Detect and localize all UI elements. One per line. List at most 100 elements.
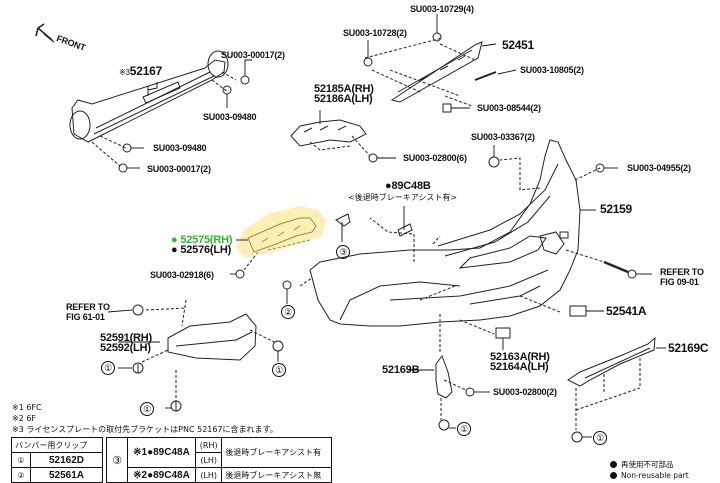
nut-icon	[122, 143, 132, 153]
part-label-su003-02800-6[interactable]: SU003-02800(6)	[403, 153, 467, 163]
legend-en-text: Non-reusable part	[621, 471, 689, 480]
part-label-52185A[interactable]: 52185A(RH)	[314, 83, 374, 95]
callout-1-label: ①	[272, 363, 286, 377]
clip-pnc[interactable]: 52162D	[30, 452, 103, 468]
sensor-pnc[interactable]: ※1●89C48A	[127, 437, 196, 468]
sensor-desc: 後退時ブレーキアシスト有	[221, 437, 332, 468]
sensor-side: (RH)	[194, 437, 223, 453]
part-label-su003-10728[interactable]: SU003-10728(2)	[343, 28, 407, 38]
sensor-desc: 後退時ブレーキアシスト無	[221, 467, 332, 483]
spacer-52169B	[435, 354, 467, 420]
callout-1-spacer-c[interactable]: ①	[593, 431, 607, 445]
part-label-52451[interactable]: 52451	[502, 38, 534, 52]
sensor-pnc[interactable]: ※2●89C48A	[127, 467, 196, 483]
part-label-52591[interactable]: 52591(RH)	[100, 332, 153, 344]
lower-cover-icon	[495, 327, 511, 339]
part-label-52576[interactable]: ● 52576(LH)	[171, 244, 232, 256]
front-arrow-icon	[35, 23, 55, 43]
sensor-side: (LH)	[194, 452, 223, 468]
sensor-bracket-89C48B-icon	[397, 223, 413, 237]
part-label-52592[interactable]: 52592(LH)	[100, 342, 151, 354]
callout-1-label: ①	[593, 431, 607, 445]
part-number: 52575(RH)	[180, 234, 233, 246]
part-label-52541A[interactable]: 52541A	[606, 304, 647, 318]
non-reusable-dot-icon	[610, 472, 617, 479]
sensor-table: ③ ※1●89C48A (RH) 後退時ブレーキアシスト有 (LH) ※2●89…	[106, 437, 332, 483]
part-label-su003-04955[interactable]: SU003-04955(2)	[627, 163, 691, 173]
screw-icon	[368, 153, 378, 163]
spacer-52169C	[567, 336, 656, 430]
part-label-52169B[interactable]: 52169B	[382, 364, 420, 376]
refer-link-fig-09-01-line2[interactable]: FIG 09-01	[660, 277, 699, 287]
clip-icon	[272, 340, 284, 352]
callout-1-bottom[interactable]: ①	[140, 402, 154, 416]
callout-1-bracket-left[interactable]: ①	[101, 361, 115, 375]
legend-jp: 再使用不可部品	[610, 459, 674, 470]
reflector-icon	[569, 305, 587, 317]
sensor-bracket-3-icon	[335, 213, 351, 227]
table-row: ③ ※1●89C48A (RH) 後退時ブレーキアシスト有	[106, 437, 332, 483]
sensor-ref: ③	[106, 437, 128, 483]
callout-2[interactable]: ②	[281, 305, 295, 319]
part-label-su003-02918[interactable]: SU003-02918(6)	[150, 270, 214, 280]
table-row: ※2●89C48A (LH) 後退時ブレーキアシスト無	[107, 467, 332, 483]
clip-icon	[132, 304, 144, 316]
clip-pnc[interactable]: 52561A	[30, 467, 103, 483]
part-label-su003-03367[interactable]: SU003-03367(2)	[471, 132, 535, 142]
part-label-su003-08544[interactable]: SU003-08544(2)	[477, 103, 541, 113]
part-label-52159[interactable]: 52159	[600, 202, 632, 216]
part-number: 52167	[129, 64, 163, 78]
table-row: ② 52561A	[11, 467, 103, 483]
nut-icon	[222, 85, 232, 95]
refer-link-fig-61-01-line2[interactable]: FIG 61-01	[66, 312, 105, 322]
highlight-region	[236, 206, 326, 258]
note-1: ※1 6FC	[12, 403, 42, 412]
part-label-52186A[interactable]: 52186A(LH)	[314, 93, 373, 105]
bolt-icon	[474, 71, 497, 81]
screw-icon	[465, 387, 475, 397]
sensor-side: (LH)	[194, 467, 223, 483]
callout-3-label: ③	[336, 245, 350, 259]
part-label-su003-02800-2[interactable]: SU003-02800(2)	[493, 387, 557, 397]
clip-ref: ①	[11, 452, 31, 468]
clip-icon	[438, 419, 450, 431]
part-label-su003-00017-top[interactable]: SU003-00017(2)	[221, 50, 285, 60]
clip-icon	[488, 156, 500, 168]
lower-bracket-52591	[141, 299, 275, 402]
legend-jp-text: 再使用不可部品	[621, 460, 674, 469]
part-label-52164A[interactable]: 52164A(LH)	[490, 361, 549, 373]
part-label-89C48B[interactable]: ●89C48B	[385, 180, 431, 192]
clip-ref: ②	[11, 467, 31, 483]
part-label-su003-00017-bottom[interactable]: SU003-00017(2)	[147, 164, 211, 174]
license-plate-bracket-52451	[364, 37, 483, 107]
clip-table: バンパー用クリップ ① 52162D ② 52561A	[11, 437, 103, 483]
part-label-52163A[interactable]: 52163A(RH)	[490, 351, 550, 363]
legend-en: Non-reusable part	[610, 471, 689, 480]
part-label-52169C[interactable]: 52169C	[668, 341, 709, 355]
refer-part-end-icon	[627, 269, 637, 279]
refer-link-fig-09-01-line1[interactable]: REFER TO	[660, 267, 704, 277]
callout-1-spacer-b[interactable]: ①	[457, 422, 471, 436]
callout-1-label: ①	[101, 361, 115, 375]
bumper-cover-52159	[299, 139, 605, 352]
reference-note-mark: ※3	[119, 68, 130, 77]
part-label-52167[interactable]: ※352167	[119, 64, 163, 78]
clip-icon	[282, 280, 292, 290]
callout-1-bracket-right[interactable]: ①	[272, 363, 286, 377]
bolt-icon	[240, 75, 250, 85]
part-label-su003-10805[interactable]: SU003-10805(2)	[520, 65, 584, 75]
callout-3[interactable]: ③	[336, 245, 350, 259]
refer-link-fig-61-01-line1[interactable]: REFER TO	[66, 302, 110, 312]
bolt-icon	[363, 57, 373, 67]
note-2: ※2 6F	[12, 414, 37, 423]
table-row: ① 52162D	[11, 452, 103, 468]
callout-1-label: ①	[457, 422, 471, 436]
sensor-condition-note: <後退時ブレーキアシスト有>	[348, 193, 458, 202]
part-number: 52576(LH)	[180, 244, 232, 256]
part-label-52575[interactable]: ● 52575(RH)	[171, 234, 233, 246]
part-label-su003-09480-left[interactable]: SU003-09480	[153, 143, 207, 153]
clip-table-header: バンパー用クリップ	[11, 437, 103, 453]
part-label-su003-10729[interactable]: SU003-10729(4)	[410, 4, 474, 14]
part-label-su003-09480-right[interactable]: SU003-09480	[203, 112, 257, 122]
